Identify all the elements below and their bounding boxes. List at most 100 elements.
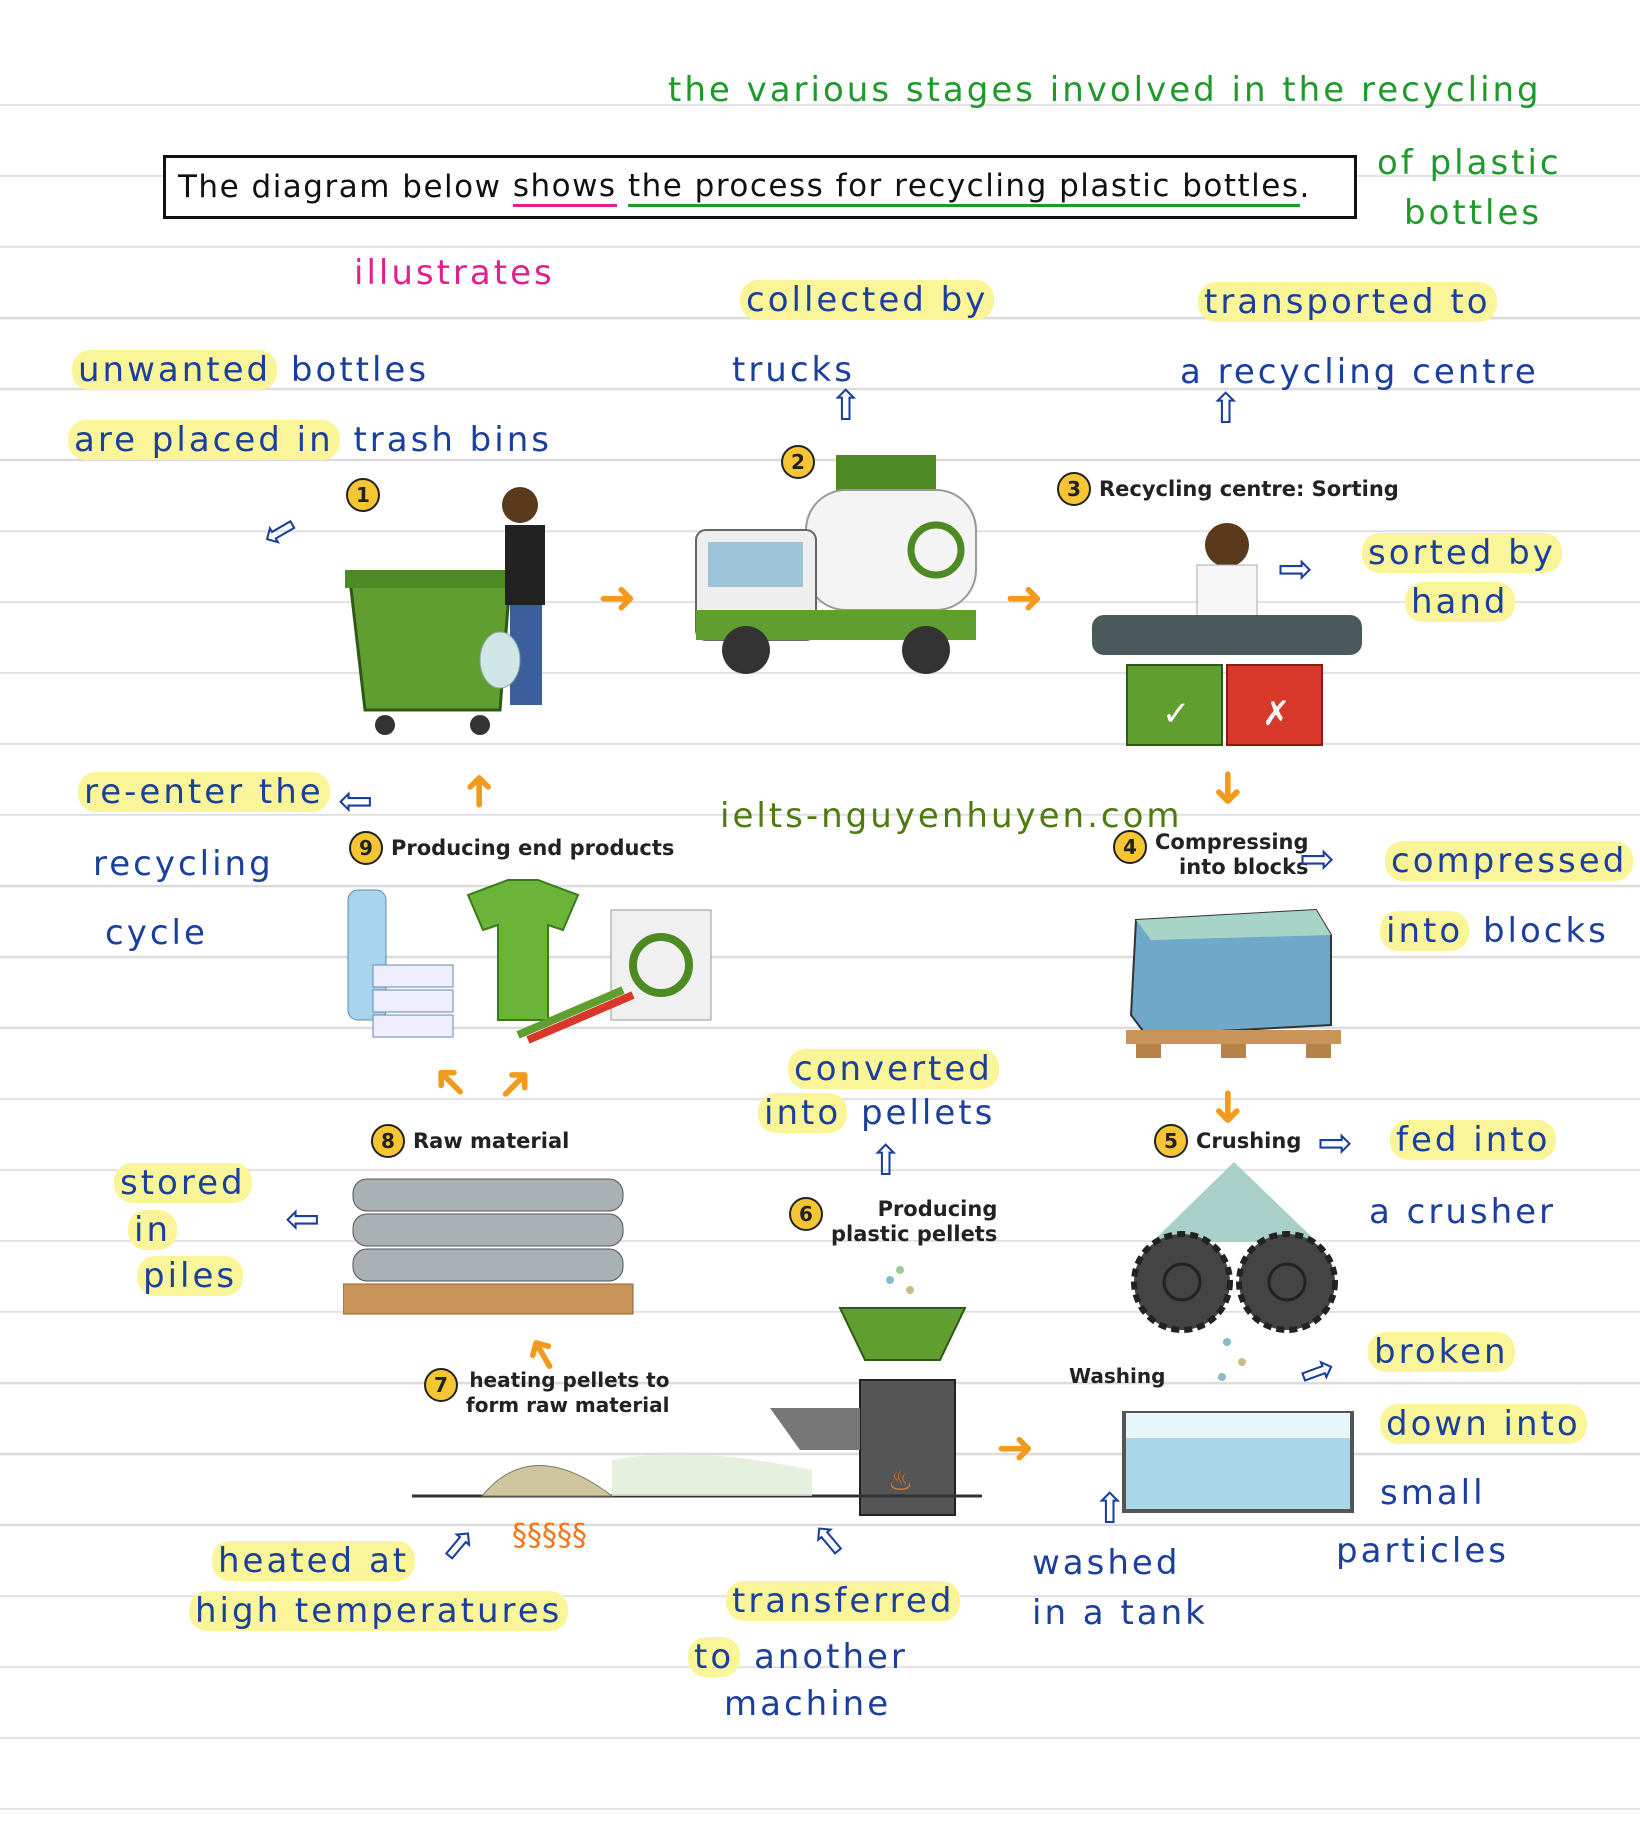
step-number: 5 (1154, 1124, 1188, 1158)
step-title-line2: plastic pellets (831, 1222, 998, 1247)
end-products-illustration (347, 879, 712, 1044)
step-number: 2 (781, 445, 815, 479)
step-number: 6 (789, 1197, 823, 1231)
note-text: piles (137, 1256, 244, 1296)
note-text: high temperatures (189, 1591, 569, 1631)
note-text: trash bins (339, 420, 552, 460)
arrow-left-icon: ⇦ (338, 776, 374, 825)
washing-tank-illustration (1122, 1411, 1354, 1513)
garbage-truck-illustration (695, 455, 977, 674)
note-heated: heated at (212, 1541, 416, 1581)
note-trucks: trucks (732, 350, 855, 390)
step-number: 1 (346, 478, 380, 512)
note-text: transported to (1198, 282, 1497, 322)
step-2-label: 2 (781, 445, 815, 479)
note-text: transferred (726, 1581, 961, 1621)
arrow-up-icon: ⇧ (868, 1136, 904, 1185)
note-text: heated at (212, 1541, 416, 1581)
arrow-left-icon: ⇦ (285, 1194, 321, 1243)
step-title: heating pellets to (469, 1368, 670, 1392)
arrow-up-icon: ⇧ (1208, 384, 1244, 433)
step-title: Washing (1069, 1364, 1166, 1388)
note-small: small (1380, 1473, 1486, 1513)
note-text: sorted by (1362, 533, 1562, 573)
note-recycling-centre: a recycling centre (1180, 352, 1539, 392)
arrow-up-icon: ⇧ (1092, 1484, 1128, 1533)
note-transferred: transferred (726, 1581, 961, 1621)
note-placed: are placed in trash bins (68, 420, 552, 460)
note-fed-into: fed into (1390, 1120, 1557, 1160)
note-collected: collected by (740, 280, 995, 320)
step-title: Raw material (413, 1129, 570, 1153)
plastic-block-illustration (1126, 908, 1341, 1058)
note-in: in (128, 1210, 177, 1250)
svg-text:✗: ✗ (1262, 694, 1291, 734)
note-text: compressed (1385, 841, 1634, 881)
step-title: Producing (877, 1197, 998, 1221)
flow-arrow-right-icon: ➜ (1005, 570, 1044, 624)
arrow-right-icon: ⇨ (1278, 544, 1314, 593)
arrow-right-icon: ⇨ (1318, 1118, 1354, 1167)
flow-arrow-up-icon: ➜ (450, 771, 505, 811)
paraphrase-bottles: bottles (1404, 193, 1543, 233)
sorting-illustration: ✓ ✗ (1092, 523, 1362, 746)
note-down-into: down into (1380, 1404, 1587, 1444)
note-in-a-tank: in a tank (1032, 1593, 1208, 1633)
flow-arrow-right-icon: ➜ (996, 1420, 1035, 1474)
step-number: 7 (424, 1368, 458, 1402)
note-text: pellets (847, 1093, 996, 1133)
note-crusher: a crusher (1369, 1192, 1557, 1232)
note-text: broken (1368, 1332, 1515, 1372)
note-text: blocks (1469, 911, 1609, 951)
note-to-another: to another (688, 1637, 908, 1677)
note-cycle: cycle (105, 913, 208, 953)
flow-arrow-up-left-icon: ➜ (416, 1050, 482, 1116)
note-text: stored (114, 1163, 252, 1203)
note-text: to (688, 1637, 741, 1677)
pellet-machine-illustration: ♨ (770, 1266, 967, 1516)
note-compressed: compressed (1385, 841, 1634, 881)
note-text: collected by (740, 280, 995, 320)
note-text: bottles (277, 350, 430, 390)
prompt-text: The diagram below (178, 169, 513, 205)
flow-arrow-right-icon: ➜ (598, 570, 637, 624)
note-unwanted: unwanted bottles (72, 350, 430, 390)
flow-arrow-down-icon: ➜ (1202, 768, 1257, 808)
svg-text:♨: ♨ (888, 1464, 913, 1497)
note-high-temperatures: high temperatures (189, 1591, 569, 1631)
note-converted: converted (788, 1049, 999, 1089)
flow-arrow-up-right-icon: ➜ (481, 1050, 547, 1116)
step-title-line2: form raw material (466, 1393, 670, 1417)
arrow-right-icon: ⇨ (1300, 834, 1336, 883)
heating-pile-illustration: §§§§§ (412, 1454, 982, 1553)
watermark: ielts-nguyenhuyen.com (720, 796, 1183, 836)
trash-bin-illustration (345, 487, 545, 735)
step-title: Recycling centre: Sorting (1099, 477, 1399, 501)
note-text: another (740, 1637, 908, 1677)
note-text: hand (1405, 582, 1515, 622)
synonym-illustrates: illustrates (354, 253, 555, 293)
prompt-underlined-phrase: the process for recycling plastic bottle… (627, 168, 1300, 207)
raw-material-pallet-illustration (343, 1178, 634, 1315)
prompt-space (617, 169, 628, 205)
svg-text:§§§§§: §§§§§ (512, 1518, 587, 1553)
step-title: Producing end products (391, 836, 675, 860)
arrow-up-icon: ⇧ (828, 381, 864, 430)
note-sorted: sorted by (1362, 533, 1562, 573)
washing-label: Washing (1069, 1364, 1165, 1388)
prompt-period: . (1299, 169, 1311, 205)
note-text: unwanted (72, 350, 278, 390)
flow-arrow-down-icon: ➜ (1202, 1087, 1257, 1127)
prompt-word-shows: shows (512, 168, 617, 207)
note-hand: hand (1405, 582, 1515, 622)
note-into-blocks: into blocks (1380, 911, 1609, 951)
note-text: fed into (1390, 1120, 1557, 1160)
note-particles: particles (1336, 1531, 1509, 1571)
